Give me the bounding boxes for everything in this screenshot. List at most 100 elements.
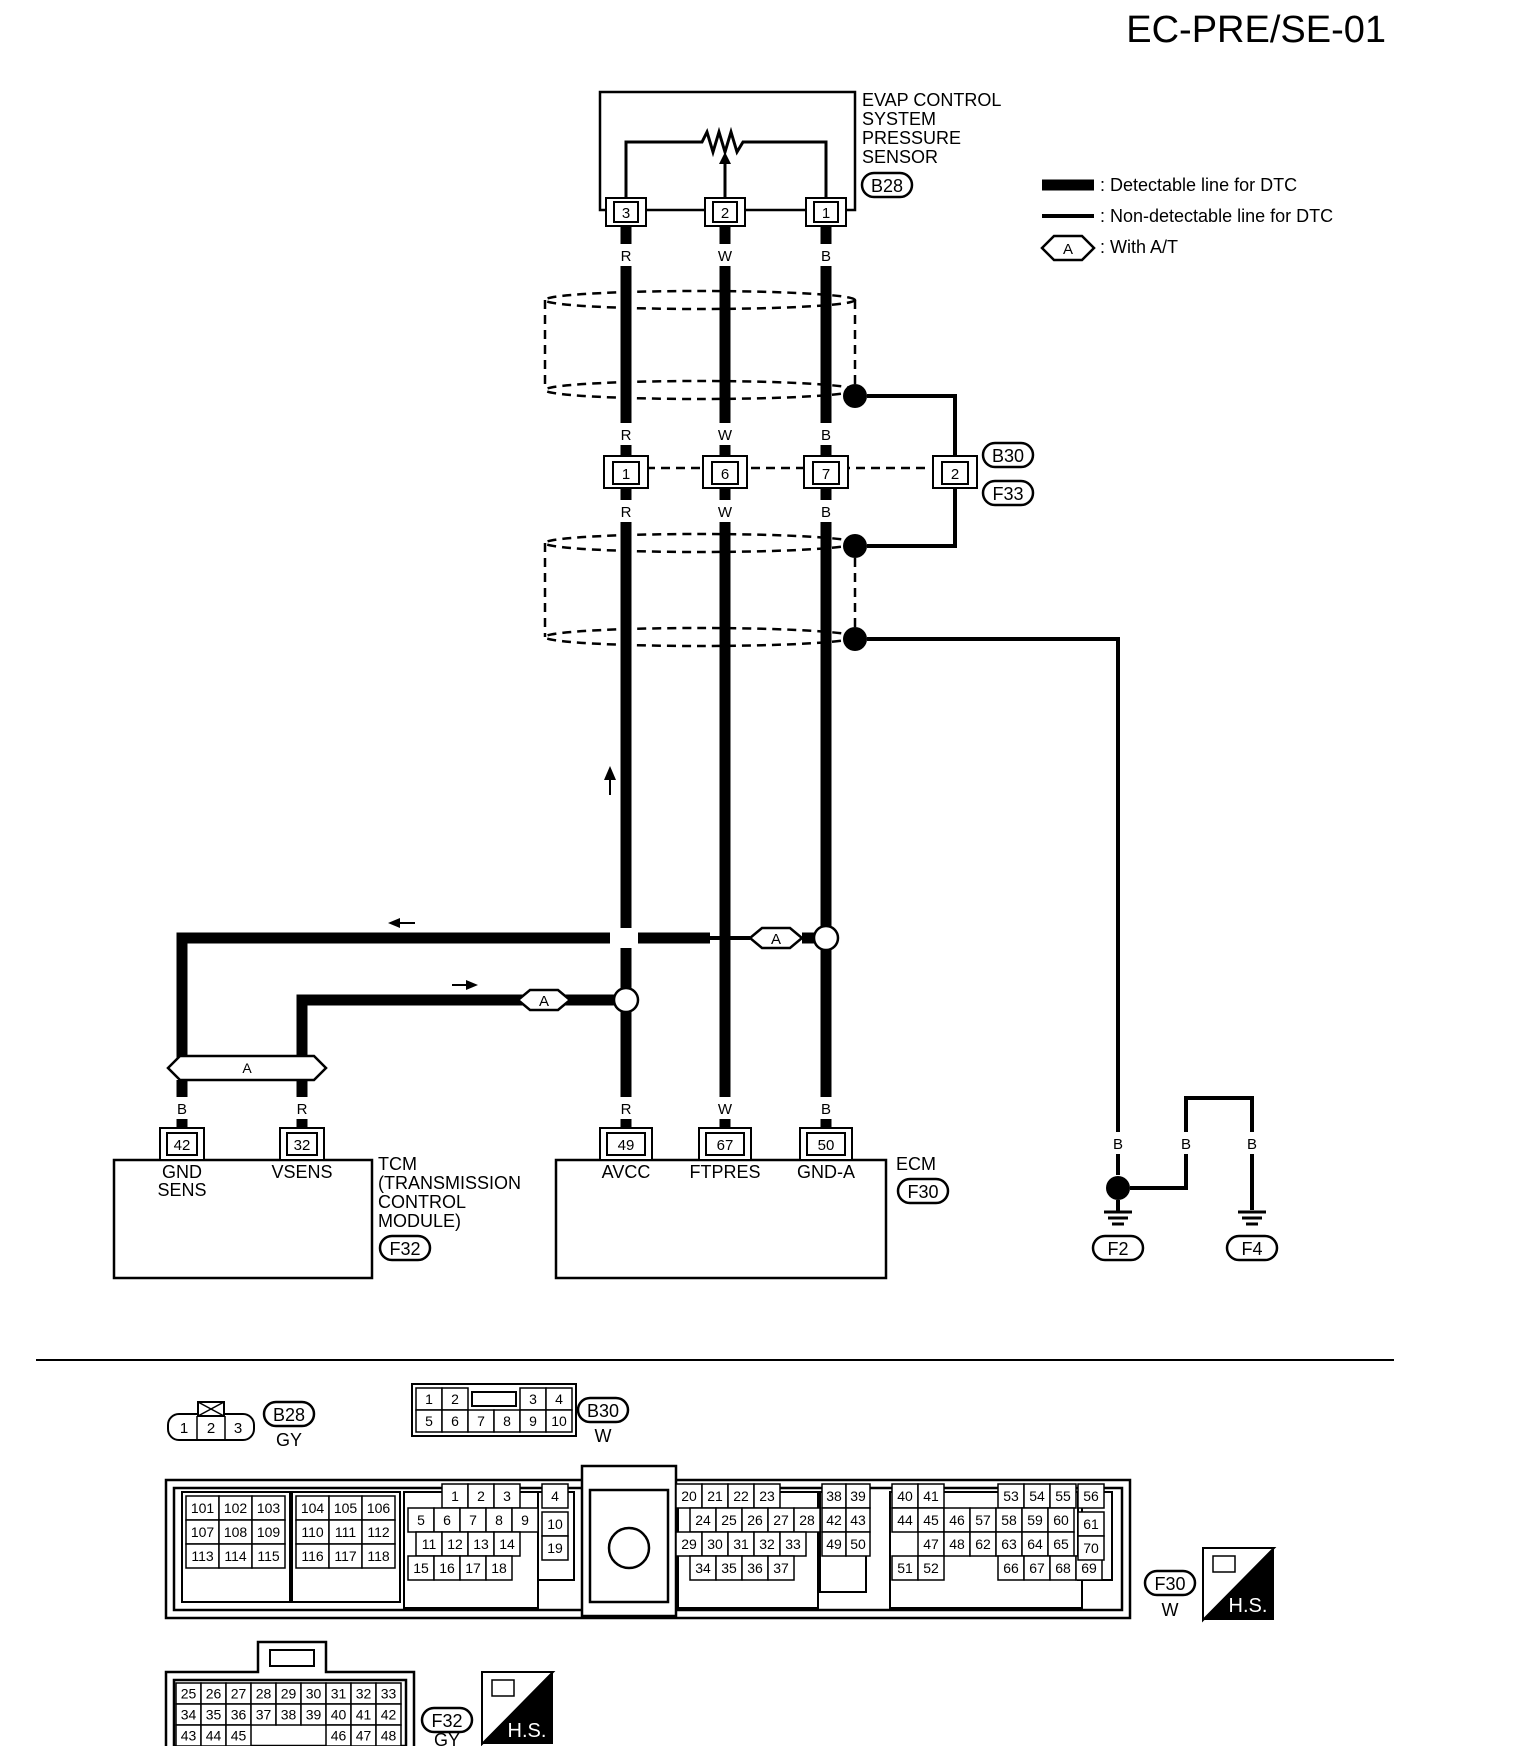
connector-pin-cell: 8 (493, 1409, 521, 1433)
svg-text:57: 57 (975, 1512, 991, 1528)
svg-text:W: W (595, 1426, 612, 1446)
connector-pin-cell: 3 (493, 1483, 521, 1509)
svg-text:5: 5 (425, 1413, 433, 1429)
tcm-pin-label-gnd-1: GND (162, 1162, 202, 1182)
connector-pin-cell: 29 (675, 1531, 703, 1557)
wiper-arrow-icon (719, 152, 731, 164)
svg-text:H.S.: H.S. (1229, 1595, 1268, 1617)
svg-text:55: 55 (1055, 1488, 1071, 1504)
svg-text:63: 63 (1001, 1536, 1017, 1552)
svg-text:42: 42 (174, 1137, 191, 1154)
svg-text:118: 118 (367, 1548, 390, 1564)
connector-pin-cell: 65 (1047, 1531, 1075, 1557)
f32-color: GY (434, 1730, 460, 1746)
svg-text:7: 7 (822, 466, 830, 483)
svg-text:7: 7 (469, 1512, 477, 1528)
connector-pin-cell: 15 (407, 1555, 435, 1581)
svg-text:29: 29 (281, 1686, 297, 1702)
svg-text:41: 41 (923, 1488, 939, 1504)
connector-pin-cell: 35 (200, 1703, 227, 1726)
svg-text:8: 8 (503, 1413, 511, 1429)
svg-text:51: 51 (897, 1560, 913, 1576)
svg-text:44: 44 (206, 1728, 222, 1744)
svg-text:60: 60 (1053, 1512, 1069, 1528)
tcm-pin-32: 32 (279, 1127, 325, 1161)
svg-text:39: 39 (850, 1488, 866, 1504)
connector-pin-cell: 29 (275, 1682, 302, 1705)
svg-text:108: 108 (224, 1524, 248, 1540)
svg-text:H.S.: H.S. (508, 1720, 547, 1742)
svg-text:114: 114 (224, 1548, 247, 1564)
legend-option-tag: A (1063, 241, 1073, 258)
ecm-pin-label-gnd-a: GND-A (797, 1162, 855, 1182)
svg-text:113: 113 (191, 1548, 214, 1564)
svg-text:103: 103 (257, 1500, 281, 1516)
svg-text:2: 2 (451, 1391, 459, 1407)
connector-pin-cell: 108 (218, 1519, 253, 1545)
svg-text:B: B (821, 427, 831, 444)
svg-text:52: 52 (923, 1560, 939, 1576)
svg-text:46: 46 (331, 1728, 347, 1744)
shield-drain-wires (843, 384, 1120, 1175)
svg-text:W: W (718, 248, 733, 265)
svg-text:B: B (821, 248, 831, 265)
connector-pin-cell: 2 (441, 1387, 469, 1411)
connector-pin-cell: 58 (995, 1507, 1023, 1533)
junction-connector-id-2: F33 (992, 484, 1023, 504)
tcm-splice-tag: A (242, 1060, 252, 1076)
svg-text:26: 26 (206, 1686, 222, 1702)
svg-text:37: 37 (773, 1560, 789, 1576)
connector-pin-cell: 24 (689, 1507, 717, 1533)
branch-tag-vsens: A (539, 993, 549, 1010)
legend: : Detectable line for DTC : Non-detectab… (1040, 175, 1333, 262)
svg-text:11: 11 (422, 1536, 437, 1552)
connector-pin-cell: 14 (493, 1531, 521, 1557)
sensor-pin-1: 1 (805, 197, 847, 227)
svg-text:6: 6 (451, 1413, 459, 1429)
connector-pin-cell: 10 (545, 1409, 573, 1433)
svg-text:B30: B30 (587, 1401, 619, 1421)
svg-text:40: 40 (331, 1707, 347, 1723)
svg-text:8: 8 (495, 1512, 503, 1528)
svg-text:23: 23 (759, 1488, 775, 1504)
connector-pin-cell: 31 (727, 1531, 755, 1557)
connector-pin-cell: 48 (943, 1531, 971, 1557)
svg-text:2: 2 (951, 466, 959, 483)
svg-text:48: 48 (381, 1728, 397, 1744)
connector-pin-cell: 37 (250, 1703, 277, 1726)
svg-text:101: 101 (191, 1500, 215, 1516)
junction-pin-2: 2 (932, 455, 978, 489)
ecm-connector-id: F30 (907, 1182, 938, 1202)
connector-pin-cell: 28 (250, 1682, 277, 1705)
connector-pin-cell: 51 (891, 1555, 919, 1581)
svg-text:26: 26 (747, 1512, 763, 1528)
svg-text:B: B (1113, 1136, 1123, 1153)
svg-text:3: 3 (529, 1391, 537, 1407)
svg-text:27: 27 (773, 1512, 789, 1528)
connector-pin-cell: 38 (275, 1703, 302, 1726)
connector-pin-cell: 67 (1023, 1555, 1051, 1581)
connector-pin-cell: 12 (441, 1531, 469, 1557)
connector-pin-cell: 68 (1049, 1555, 1077, 1581)
svg-text:17: 17 (465, 1560, 481, 1576)
sensor-connector-id: B28 (871, 176, 903, 196)
tcm-pin-42: 42 (159, 1127, 205, 1161)
b28-color: GY (276, 1430, 302, 1450)
connector-pin-cell: 25 (175, 1682, 202, 1705)
svg-text:27: 27 (231, 1686, 247, 1702)
shield-upper (543, 289, 857, 401)
svg-text:44: 44 (897, 1512, 913, 1528)
ecm-pin-label-ftpres: FTPRES (689, 1162, 760, 1182)
connector-pin-cell: 111 (328, 1519, 363, 1545)
connector-pin-cell: 38 (821, 1483, 847, 1509)
svg-text:112: 112 (367, 1524, 390, 1540)
connector-pin-cell: 118 (361, 1543, 396, 1569)
connector-pin-cell: 32 (753, 1531, 781, 1557)
page-code: EC-PRE/SE-01 (1126, 9, 1386, 51)
connector-pin-cell: 32 (350, 1682, 377, 1705)
connector-pin-cell: 4 (545, 1387, 573, 1411)
svg-text:29: 29 (681, 1536, 697, 1552)
f30-id: F30 (1154, 1574, 1185, 1594)
wire-color-labels: R W B R W B R W B R W B (617, 244, 835, 1119)
